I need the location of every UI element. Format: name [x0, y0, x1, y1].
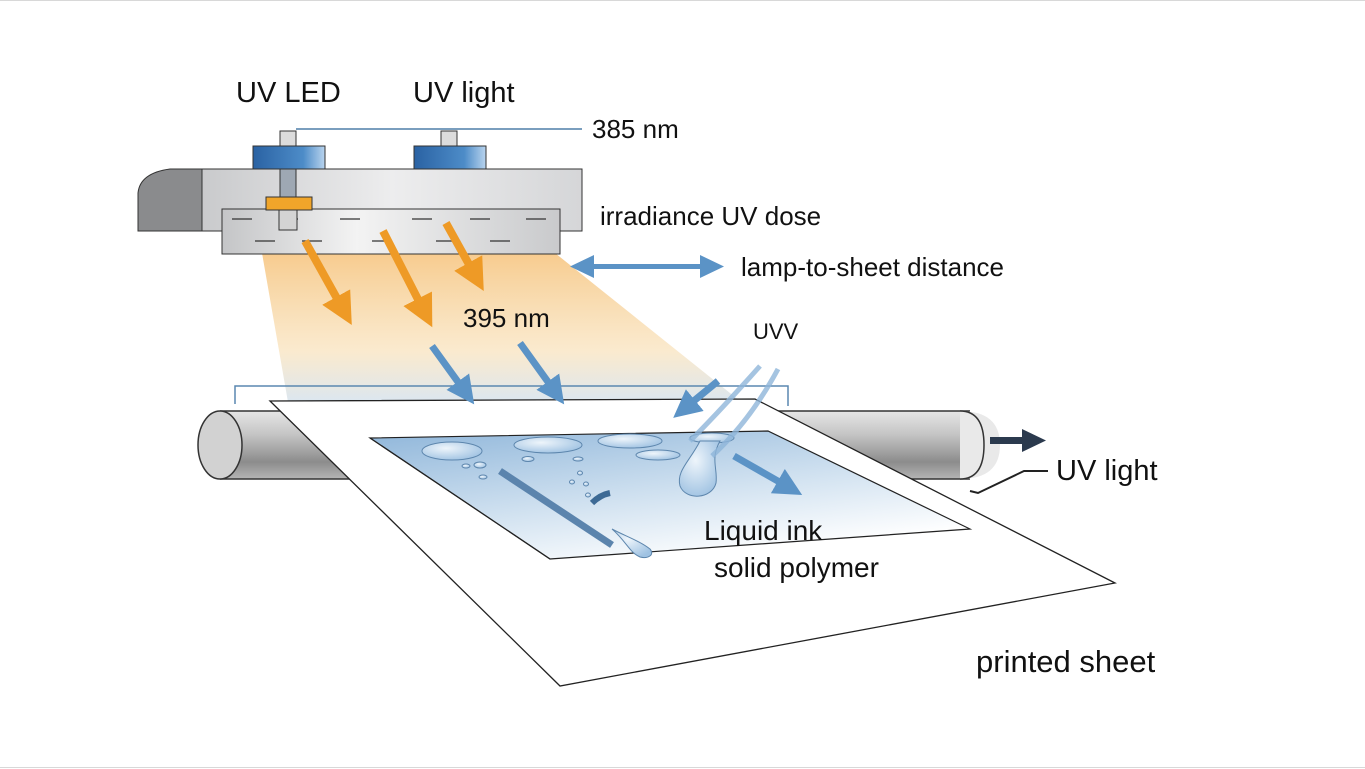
uv-lamp-housing	[137, 130, 583, 255]
label-printed-sheet: printed sheet	[976, 644, 1156, 679]
label-385nm: 385 nm	[592, 114, 679, 144]
label-liquid-ink: Liquid ink	[704, 515, 823, 546]
orange-uv-rays	[301, 221, 484, 328]
uvv-curved-rays	[688, 364, 781, 458]
blue-uv-rays	[429, 340, 803, 495]
label-uvv: UVV	[753, 319, 799, 344]
sheet-width-bracket	[234, 385, 789, 406]
label-irradiance-uv-dose: irradiance UV dose	[600, 201, 822, 231]
roller-end-left	[197, 410, 243, 480]
distance-arrow-icon	[570, 255, 724, 278]
cured-ink-stripe	[498, 468, 614, 548]
led-emitter	[265, 196, 313, 211]
label-uv-led: UV LED	[236, 77, 341, 109]
label-uv-light-right: UV light	[1056, 455, 1158, 487]
lamp-end-cap	[137, 168, 203, 232]
uv-led-module	[252, 145, 326, 170]
label-uv-light-top: UV light	[413, 77, 515, 109]
cured-ink-arc	[589, 490, 611, 506]
label-solid-polymer: solid polymer	[714, 552, 879, 583]
uv-light-leader	[969, 470, 1048, 495]
label-lamp-to-sheet-distance: lamp-to-sheet distance	[741, 252, 1005, 282]
uv-light-module	[413, 145, 487, 170]
label-395nm: 395 nm	[463, 303, 550, 333]
ink-droplets	[421, 432, 735, 558]
sheet-direction-arrow-icon	[990, 429, 1046, 452]
